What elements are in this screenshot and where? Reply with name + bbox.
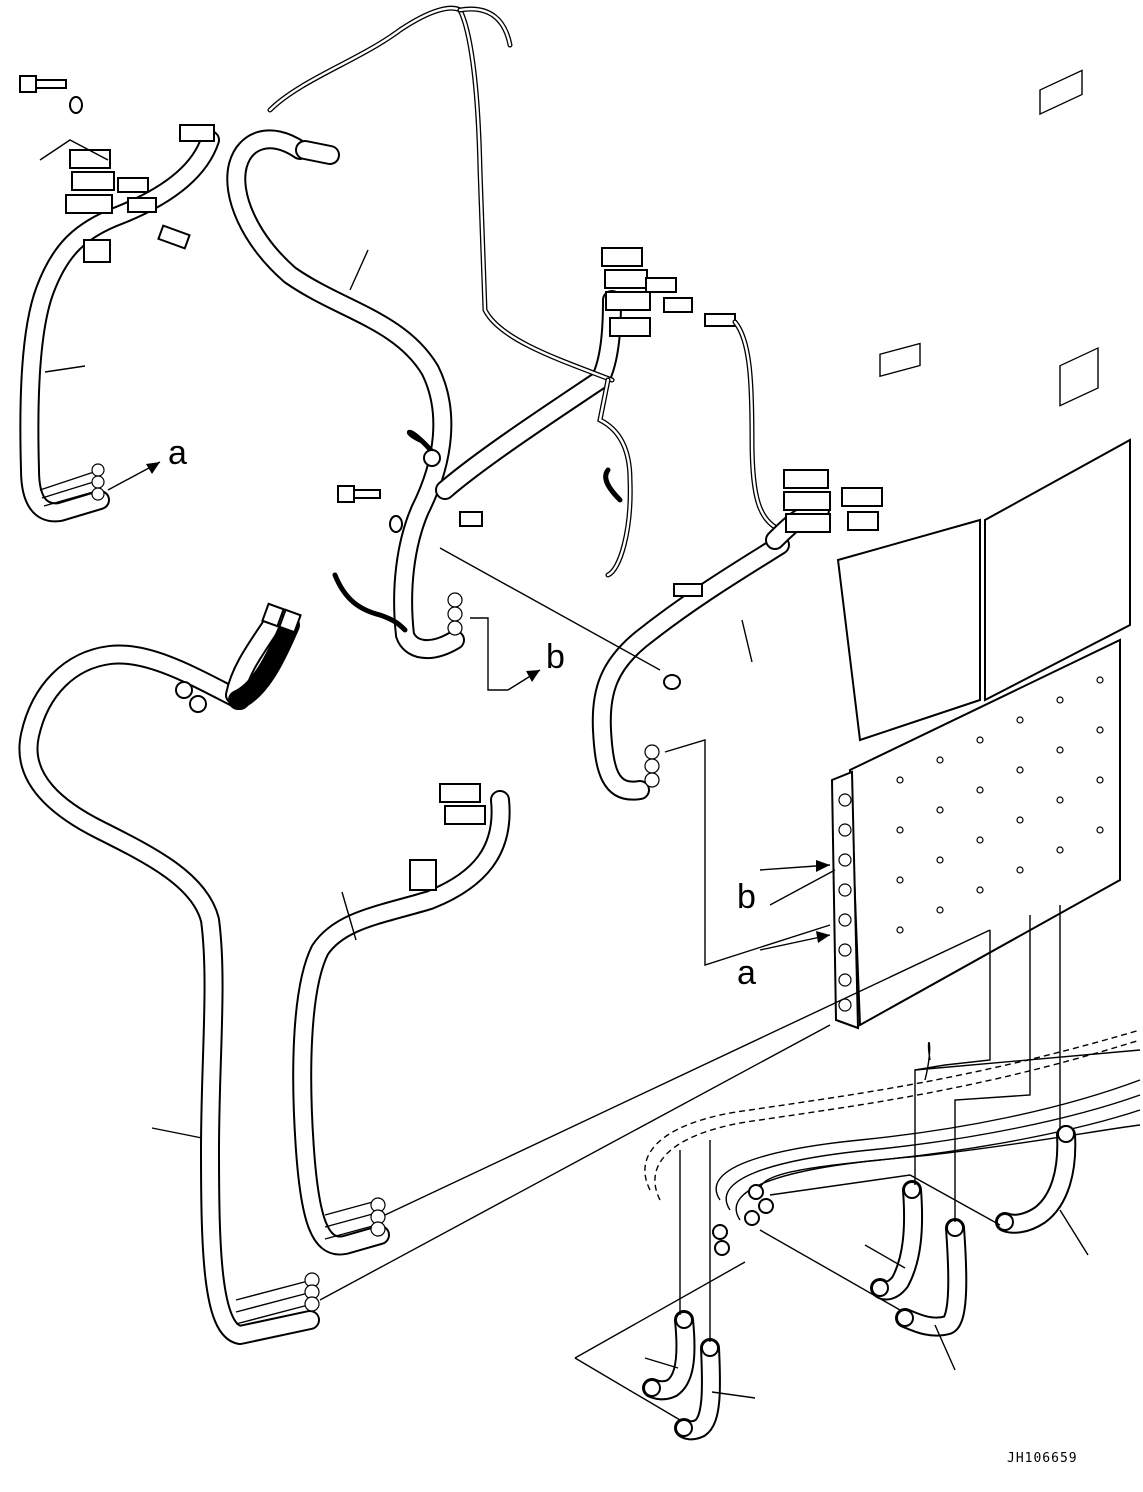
harness-lower-middle — [292, 783, 991, 1256]
leader-harness-right — [741, 619, 753, 663]
line-harness-lower-middle-to-panel — [384, 929, 991, 1216]
panel-holes — [838, 676, 1104, 1012]
callout-label-a-lower: a — [737, 954, 756, 992]
leader-panel-hose-2 — [954, 915, 1031, 1222]
document-code: JH106659 — [1007, 1451, 1078, 1466]
harness-lower-left — [18, 602, 831, 1345]
connector-bundle-right — [644, 469, 883, 788]
leader-panel-hose-1 — [914, 930, 991, 1185]
bolt-upper-left — [19, 75, 83, 114]
bolt-main — [337, 485, 403, 533]
leader-harness-main — [349, 249, 369, 291]
callout-label-b-lower: b — [737, 878, 756, 916]
leader-harness-lower-left — [151, 1127, 203, 1139]
controller-panels — [759, 69, 1131, 1030]
leader-harness-lower-middle — [341, 891, 357, 941]
callout-label-b-upper: b — [546, 638, 565, 676]
line-harness-lower-left-to-panel — [319, 1024, 831, 1301]
leader-to-a-lower — [664, 739, 831, 966]
leader-hose-d — [644, 1357, 679, 1369]
bolt-alignment-line — [439, 547, 661, 671]
callout-label-a-upper: a — [168, 434, 187, 472]
connector-bundle-lower-left — [175, 602, 320, 1312]
leader-hose-a — [1059, 1209, 1089, 1256]
connector-bundle-upper-left — [65, 124, 215, 501]
leader-bolt-upper-left — [39, 139, 109, 161]
harness-right — [439, 469, 883, 966]
leader-harness-upper-left — [44, 365, 86, 373]
harness-main — [226, 5, 783, 691]
leader-hose-e — [711, 1391, 756, 1399]
connector-bundle-main — [423, 247, 736, 636]
leader-b-lower — [769, 869, 836, 906]
harness-upper-left — [19, 75, 220, 523]
connector-bundle-lower-middle — [370, 783, 486, 1237]
hose-fittings — [712, 1184, 774, 1256]
hose-assembly — [574, 905, 1141, 1441]
leader-hose-b — [864, 1244, 906, 1269]
leader-hose-c — [934, 1324, 956, 1371]
